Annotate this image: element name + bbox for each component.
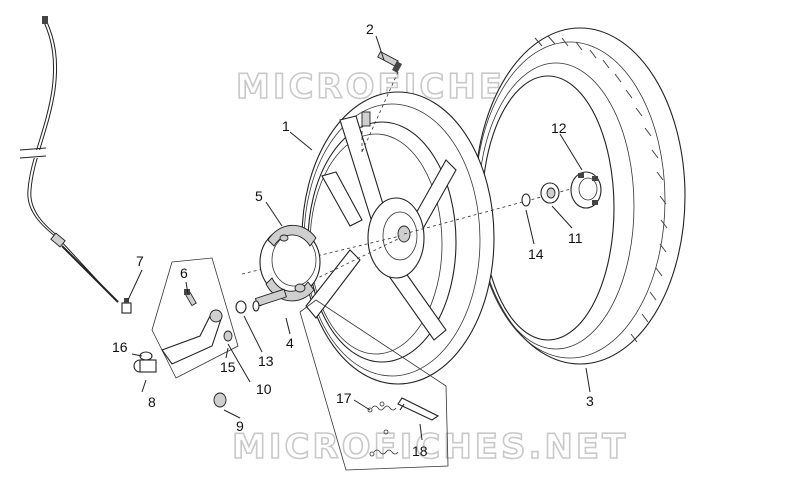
callout-6: 6: [180, 265, 188, 281]
leader-lines: [127, 35, 591, 441]
callout-17: 17: [336, 390, 352, 406]
callout-11: 11: [568, 230, 583, 246]
callout-labels: 1 2 3 4 5 6 7 8 9 10 11 12 13 14 15 16 1…: [112, 21, 594, 459]
spring-clip: [397, 397, 440, 421]
washer: [521, 193, 531, 207]
hub-cap: [570, 171, 602, 209]
callout-13: 13: [258, 353, 274, 369]
lever-group-outline: [151, 257, 239, 379]
callout-3: 3: [586, 393, 594, 409]
watermark-bottom: MICROFICHES.NET: [232, 427, 628, 467]
brake-spring-upper: [367, 401, 397, 413]
callout-8: 8: [148, 394, 156, 410]
callout-10: 10: [256, 381, 272, 397]
callout-7: 7: [136, 253, 144, 269]
callout-12: 12: [551, 120, 567, 136]
callout-9: 9: [236, 418, 244, 434]
cam-shaft: [252, 288, 288, 312]
callout-18: 18: [412, 443, 428, 459]
wheel-rim: [301, 91, 495, 385]
cable-adjuster: [133, 359, 157, 373]
adjuster-nut: [213, 392, 227, 408]
spring-group-outline: [299, 299, 449, 471]
brake-lever: [161, 309, 223, 365]
brake-shoe-assembly: [259, 224, 321, 302]
callout-15: 15: [220, 359, 236, 375]
lever-bolt: [184, 289, 197, 307]
brake-cable: [19, 16, 119, 303]
callout-16: 16: [112, 339, 128, 355]
callout-5: 5: [255, 188, 263, 204]
callout-1: 1: [282, 118, 290, 134]
lever-nut: [223, 330, 233, 342]
callout-2: 2: [366, 21, 374, 37]
cable-pin: [121, 298, 132, 314]
bearing-nut: [540, 182, 560, 204]
o-ring: [235, 300, 247, 314]
callout-14: 14: [528, 246, 544, 262]
brake-spring-lower: [369, 429, 399, 457]
callout-4: 4: [286, 335, 294, 351]
